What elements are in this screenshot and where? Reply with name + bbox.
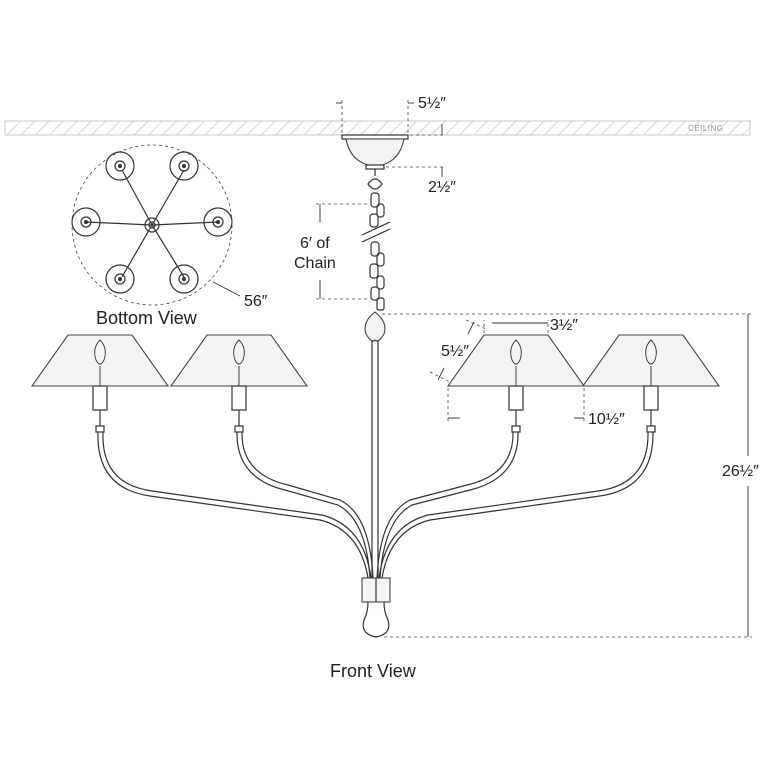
chain-label-line1: 6′ of (300, 235, 330, 252)
overall-height-dimension: 26½″ (382, 313, 759, 638)
lamp-2 (169, 334, 309, 433)
canopy-height-label: 2½″ (428, 179, 456, 196)
front-view-caption: Front View (330, 661, 417, 681)
bottom-view: 56″ Bottom View (71, 144, 268, 328)
bottom-view-shades (71, 151, 233, 294)
shade-bottom-dimension: 10½″ (447, 388, 625, 428)
hub (361, 577, 391, 638)
shade-height-label: 5½″ (441, 343, 469, 360)
overall-height-label: 26½″ (722, 463, 759, 480)
canopy (341, 134, 409, 170)
shade-bottom-label: 10½″ (588, 411, 625, 428)
canopy-width-label: 5½″ (418, 95, 446, 112)
lamp-4 (581, 334, 721, 433)
chain (361, 169, 391, 342)
overall-diameter-label: 56″ (244, 293, 268, 310)
shade-height-dimension: 5½″ (429, 319, 489, 383)
canopy-height-dimension: 2½″ (386, 124, 456, 196)
arms (97, 431, 654, 579)
canopy-width-dimension: 5½″ (336, 95, 446, 133)
ceiling-label: CEILING (688, 124, 724, 133)
bottom-view-caption: Bottom View (96, 308, 198, 328)
central-stem (371, 340, 379, 578)
ceiling: CEILING (4, 120, 751, 136)
lamp-1 (30, 334, 170, 433)
shade-top-label: 3½″ (550, 317, 578, 334)
chain-length-dimension: 6′ of Chain (294, 203, 368, 300)
shade-top-dimension: 3½″ (483, 317, 578, 334)
chain-label-line2: Chain (294, 255, 336, 272)
